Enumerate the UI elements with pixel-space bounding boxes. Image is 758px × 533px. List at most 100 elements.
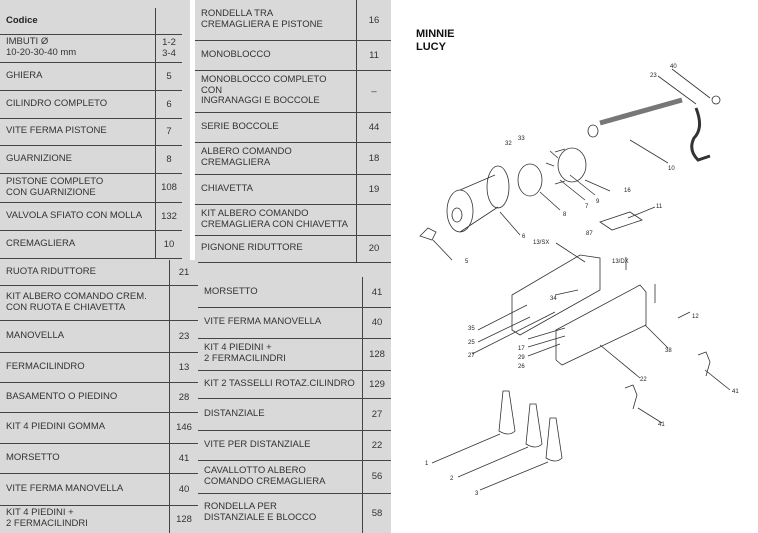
model-name-lucy: LUCY: [416, 41, 446, 53]
part-description: RONDELLA PER DISTANZIALE E BLOCCO: [198, 493, 363, 533]
part-description: KIT 4 PIEDINI + 2 FERMACILINDRI: [0, 505, 170, 533]
part-code: 28: [178, 391, 190, 403]
diagram-callouts: 40 23 10 16 9 7 8 33 32 6 5 11 13/SX 87 …: [425, 64, 739, 497]
part-description: MORSETTO: [198, 277, 363, 307]
callout-label: 2: [450, 476, 454, 482]
table-row: CHIAVETTA 19: [195, 174, 391, 205]
table-row: KIT ALBERO COMANDO CREM. CON RUOTA E CHI…: [0, 285, 198, 321]
callout-label: 23: [650, 73, 657, 79]
table-row: KIT 4 PIEDINI + 2 FERMACILINDRI 128: [198, 338, 391, 371]
callout-label: 33: [518, 136, 525, 142]
part-code: 20: [368, 243, 380, 254]
callout-label: 25: [468, 340, 475, 346]
part-code: 58: [371, 507, 383, 519]
part-code: [357, 204, 391, 235]
part-description: ALBERO COMANDO CREMAGLIERA: [195, 142, 357, 174]
exploded-diagram: 40 23 10 16 9 7 8 33 32 6 5 11 13/SX 87 …: [400, 0, 758, 533]
table-row: CREMAGLIERA 10: [0, 230, 182, 259]
part-code: 19: [368, 183, 380, 195]
part-description: VITE FERMA PISTONE: [0, 118, 156, 145]
table-row: KIT 2 TASSELLI ROTAZ.CILINDRO 129: [198, 370, 391, 399]
diagram-title: MINNIE LUCY: [416, 28, 455, 54]
callout-label: 41: [658, 422, 665, 428]
part-description: CREMAGLIERA: [0, 230, 156, 258]
callout-label: 11: [656, 204, 663, 210]
part-code: 13: [178, 361, 190, 373]
part-description: FERMACILINDRO: [0, 352, 170, 382]
part-description: PIGNONE RIDUTTORE: [195, 235, 357, 262]
callout-label: 10: [668, 166, 675, 172]
callout-label: 16: [624, 188, 631, 194]
part-code: 8: [166, 153, 172, 165]
part-code: 128: [369, 348, 385, 360]
callout-label: 87: [586, 231, 593, 237]
callout-label: 9: [596, 199, 600, 205]
part-code: 21: [178, 267, 190, 278]
callout-label: 1: [425, 461, 429, 467]
part-description: CAVALLOTTO ALBERO COMANDO CREMAGLIERA: [198, 460, 363, 493]
part-description: GUARNIZIONE: [0, 145, 156, 173]
part-description: IMBUTI Ø 10-20-30-40 mm: [0, 34, 156, 62]
callout-label: 40: [670, 64, 677, 70]
part-description: KIT ALBERO COMANDO CREM. CON RUOTA E CHI…: [0, 285, 170, 320]
part-code: 22: [371, 439, 383, 451]
callout-label: 26: [518, 364, 525, 370]
part-code: 129: [369, 378, 385, 390]
table-row: VITE FERMA PISTONE 7: [0, 118, 182, 146]
callout-label: 27: [468, 353, 475, 359]
part-description: VITE PER DISTANZIALE: [198, 430, 363, 460]
callout-label: 13/SX: [533, 240, 549, 246]
part-code: 41: [371, 286, 383, 298]
callout-label: 6: [522, 234, 526, 240]
part-code: 7: [166, 126, 172, 137]
callout-label: 34: [550, 296, 557, 302]
part-code: 5: [166, 70, 172, 82]
table-row: PIGNONE RIDUTTORE 20: [195, 235, 391, 263]
part-description: VITE FERMA MANOVELLA: [0, 473, 170, 505]
column-header-num: [156, 8, 182, 34]
table-row: SERIE BOCCOLE 44: [195, 112, 391, 143]
table-row: RONDELLA PER DISTANZIALE E BLOCCO 58: [198, 493, 391, 533]
column-header: Codice: [0, 8, 156, 34]
table-row: KIT ALBERO COMANDO CREMAGLIERA CON CHIAV…: [195, 204, 391, 236]
callout-label: 32: [505, 141, 512, 147]
part-description: SERIE BOCCOLE: [195, 112, 357, 142]
callout-label: 7: [585, 204, 589, 210]
table-row: GUARNIZIONE 8: [0, 145, 182, 174]
part-code: 128: [176, 513, 192, 525]
part-description: KIT 2 TASSELLI ROTAZ.CILINDRO: [198, 370, 363, 398]
table-row: RONDELLA TRA CREMAGLIERA E PISTONE 16: [195, 0, 391, 41]
part-code: 11: [369, 49, 379, 61]
part-code: 41: [178, 452, 190, 464]
part-description: RONDELLA TRA CREMAGLIERA E PISTONE: [195, 0, 357, 40]
part-code: 16: [368, 14, 380, 26]
callout-label: 35: [468, 326, 475, 332]
callout-label: 41: [732, 389, 739, 395]
part-description: CHIAVETTA: [195, 174, 357, 204]
part-code: 10: [163, 238, 175, 250]
part-description: KIT 4 PIEDINI + 2 FERMACILINDRI: [198, 338, 363, 370]
table-row: MORSETTO 41: [198, 277, 391, 308]
part-code: 132: [161, 210, 177, 222]
part-description: MONOBLOCCO: [195, 40, 357, 70]
callout-label: 8: [563, 212, 567, 218]
part-description: CILINDRO COMPLETO: [0, 90, 156, 118]
table-row: FERMACILINDRO 13: [0, 352, 198, 383]
part-description: GHIERA: [0, 62, 156, 90]
part-code: 56: [371, 471, 383, 482]
model-name-minnie: MINNIE: [416, 28, 455, 40]
part-description: DISTANZIALE: [198, 398, 363, 430]
part-code: 44: [368, 121, 380, 133]
part-description: VITE FERMA MANOVELLA: [198, 307, 363, 338]
part-code: 108: [161, 182, 177, 193]
callout-label: 17: [518, 346, 525, 352]
